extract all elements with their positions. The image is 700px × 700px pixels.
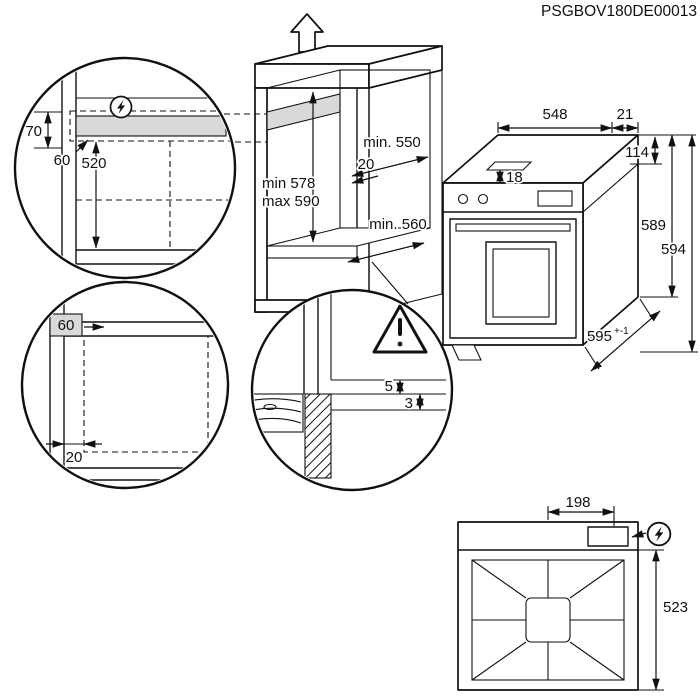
warning-triangle-icon — [372, 304, 428, 354]
detail-circle-front — [250, 288, 454, 492]
power-shelf-highlight — [75, 115, 227, 137]
dim-oven-width: 548 — [542, 106, 567, 123]
oven-display — [537, 190, 573, 207]
dim-clearance-70: 70 — [25, 123, 42, 140]
side-offset-badge — [49, 313, 83, 337]
rear-brace-pattern — [471, 559, 625, 681]
brace-line — [569, 559, 625, 599]
dim-terminal-offset: 198 — [565, 494, 590, 511]
detail-front-content: 5 3 — [254, 292, 446, 479]
terminal-box — [587, 526, 629, 547]
cabinet-right-panel — [368, 69, 443, 313]
up-arrow-icon — [290, 13, 324, 53]
dim-niche-offset: 20 — [358, 156, 375, 173]
dim-terminal-height: 523 — [663, 599, 688, 616]
dim-niche-width: min. 560 — [369, 216, 427, 233]
oven-drawing: 548 21 18 114 589 594 595 +-1 — [442, 104, 698, 372]
lightning-bolt-icon — [109, 95, 133, 119]
dim-line-niche-width — [347, 242, 425, 263]
oven-handle — [455, 223, 571, 232]
oven-vent-slot — [485, 161, 533, 171]
dim-line-depth — [590, 310, 661, 372]
wood-beam — [254, 393, 304, 433]
niche-top-edge — [266, 69, 341, 89]
dim-height-body: 589 — [641, 217, 666, 234]
wood-grain — [254, 398, 302, 403]
wood-grain — [254, 407, 302, 413]
dim-gap-20: 20 — [66, 449, 83, 466]
wood-knot — [263, 403, 277, 411]
oven-window-glass — [492, 248, 550, 318]
oven-door — [449, 218, 577, 339]
dim-niche-height-min: min 578 — [262, 175, 315, 192]
oven-window — [485, 241, 557, 325]
dim-gap-3: 3 — [405, 395, 413, 412]
lightning-bolt-icon — [646, 521, 672, 547]
cabinet-niche-drawing: min 578 max 590 min. 550 20 min. 560 — [254, 45, 443, 313]
brace-line — [569, 641, 625, 681]
dim-vent-offset: 18 — [506, 169, 523, 186]
power-pointer-line — [631, 530, 647, 538]
exclamation-bar — [398, 318, 402, 336]
niche-floor-front — [266, 245, 358, 259]
dim-arrow-offset — [75, 139, 89, 153]
oven-foot — [451, 344, 482, 361]
oven-knob-right — [477, 193, 489, 205]
dim-line-niche-depth — [351, 156, 429, 177]
exclamation-dot — [397, 341, 403, 347]
oven-panel-side-line — [582, 163, 639, 213]
power-zone-dashed — [69, 110, 233, 142]
appliance-dashed-outline — [83, 335, 209, 453]
power-area-highlight — [266, 93, 341, 131]
dim-offset-60: 60 — [54, 152, 71, 169]
dim-gap-5: 5 — [385, 378, 393, 395]
link-line-front-detail — [371, 261, 409, 305]
brace-line — [471, 641, 527, 681]
wood-section — [254, 393, 304, 433]
hatch-section — [304, 393, 332, 479]
detail-circle-power — [13, 56, 237, 280]
rear-panel-drawing: 198 523 — [457, 492, 690, 691]
detail-circle-side — [20, 280, 230, 490]
brace-line — [471, 559, 527, 599]
dim-oven-edge: 21 — [617, 106, 634, 123]
dim-niche-height-max: max 590 — [262, 193, 320, 210]
dim-niche-depth: min. 550 — [363, 134, 421, 151]
dim-line-niche-offset — [351, 175, 379, 184]
dim-height-total: 594 — [661, 241, 686, 258]
wood-grain — [254, 417, 302, 424]
cabinet-top-front — [254, 63, 370, 89]
oven-knob-left — [457, 193, 469, 205]
dim-height-520: 520 — [81, 155, 106, 172]
dim-panel-height: 114 — [625, 144, 649, 161]
dim-depth-tolerance: +-1 — [614, 326, 629, 337]
document-code: PSGBOV180DE00013 — [541, 3, 697, 20]
dim-depth: 595 — [587, 328, 612, 345]
detail-side-content: 60 20 — [46, 286, 226, 484]
dim-offset-60: 60 — [58, 317, 75, 334]
rear-center-plate — [525, 597, 571, 643]
